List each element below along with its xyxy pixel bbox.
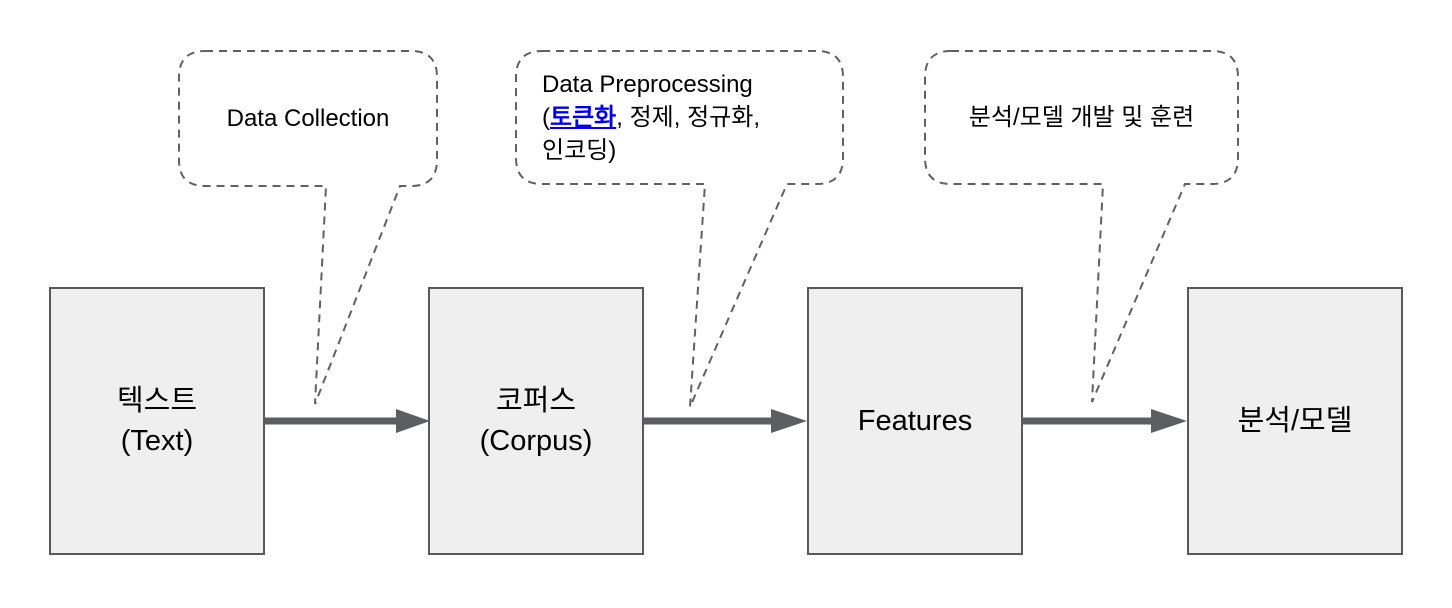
callout-data-collection: Data Collection [179, 51, 437, 186]
arrow-text-to-corpus-head [396, 409, 430, 433]
box-features: Features [807, 287, 1023, 555]
callout-analysis-training: 분석/모델 개발 및 훈련 [925, 51, 1238, 184]
callout-bubble-data-preprocessing [515, 50, 844, 408]
box-features-label-line1: Features [857, 405, 973, 437]
callout-data-preprocessing-line2: (토큰화, 정제, 정규화, [542, 101, 760, 134]
box-text-label-line2: (Text) [120, 425, 194, 457]
callout-analysis-training-label: 분석/모델 개발 및 훈련 [968, 104, 1195, 131]
callout-data-preprocessing-line2-rest: , 정제, 정규화, [616, 104, 760, 131]
tokenization-link[interactable]: 토큰화 [550, 104, 617, 131]
callout-data-preprocessing-line1: Data Preprocessing [542, 71, 753, 98]
open-paren: ( [542, 104, 550, 131]
arrow-features-to-model-head [1151, 409, 1187, 433]
box-text-label-line1: 텍스트 [116, 385, 198, 417]
box-text: 텍스트 (Text) [49, 287, 265, 555]
callout-data-preprocessing: Data Preprocessing (토큰화, 정제, 정규화, 인코딩) [516, 51, 843, 184]
arrow-corpus-to-features-head [771, 409, 807, 433]
box-corpus: 코퍼스 (Corpus) [428, 287, 644, 555]
box-analysis-model: 분석/모델 [1187, 287, 1403, 555]
callout-data-collection-label: Data Collection [226, 105, 390, 132]
box-corpus-label-line2: (Corpus) [479, 425, 593, 457]
box-analysis-model-label-line1: 분석/모델 [1237, 405, 1353, 437]
box-corpus-label-line1: 코퍼스 [495, 385, 577, 417]
callout-data-preprocessing-line3: 인코딩) [542, 137, 617, 164]
